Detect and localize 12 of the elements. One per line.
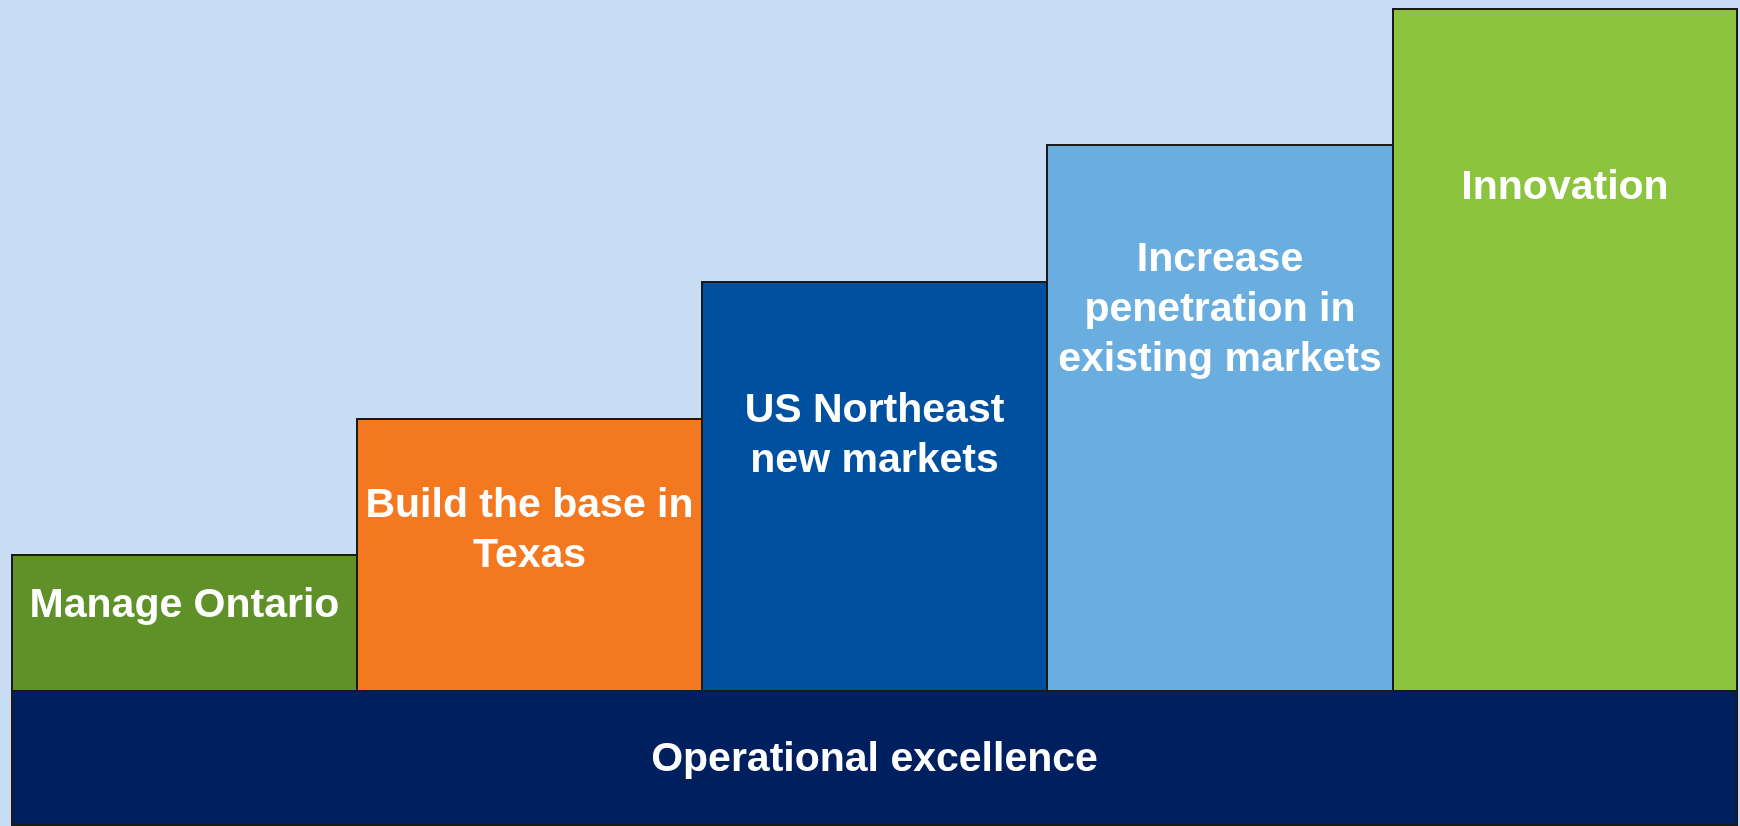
step-label: Innovation	[1461, 161, 1669, 210]
step-block	[1392, 8, 1738, 692]
step-block	[356, 418, 703, 692]
step-label: Manage Ontario	[29, 579, 340, 628]
step-block	[1046, 144, 1394, 692]
step-label: Operational excellence	[651, 733, 1098, 782]
step-block	[11, 554, 358, 692]
foundation-band	[11, 690, 1738, 826]
step-block	[701, 281, 1048, 692]
step-label: US Northeast new markets	[743, 384, 1006, 483]
step-label: Build the base in Texas	[364, 479, 695, 578]
step-label: Increase penetration in existing markets	[1057, 233, 1383, 382]
